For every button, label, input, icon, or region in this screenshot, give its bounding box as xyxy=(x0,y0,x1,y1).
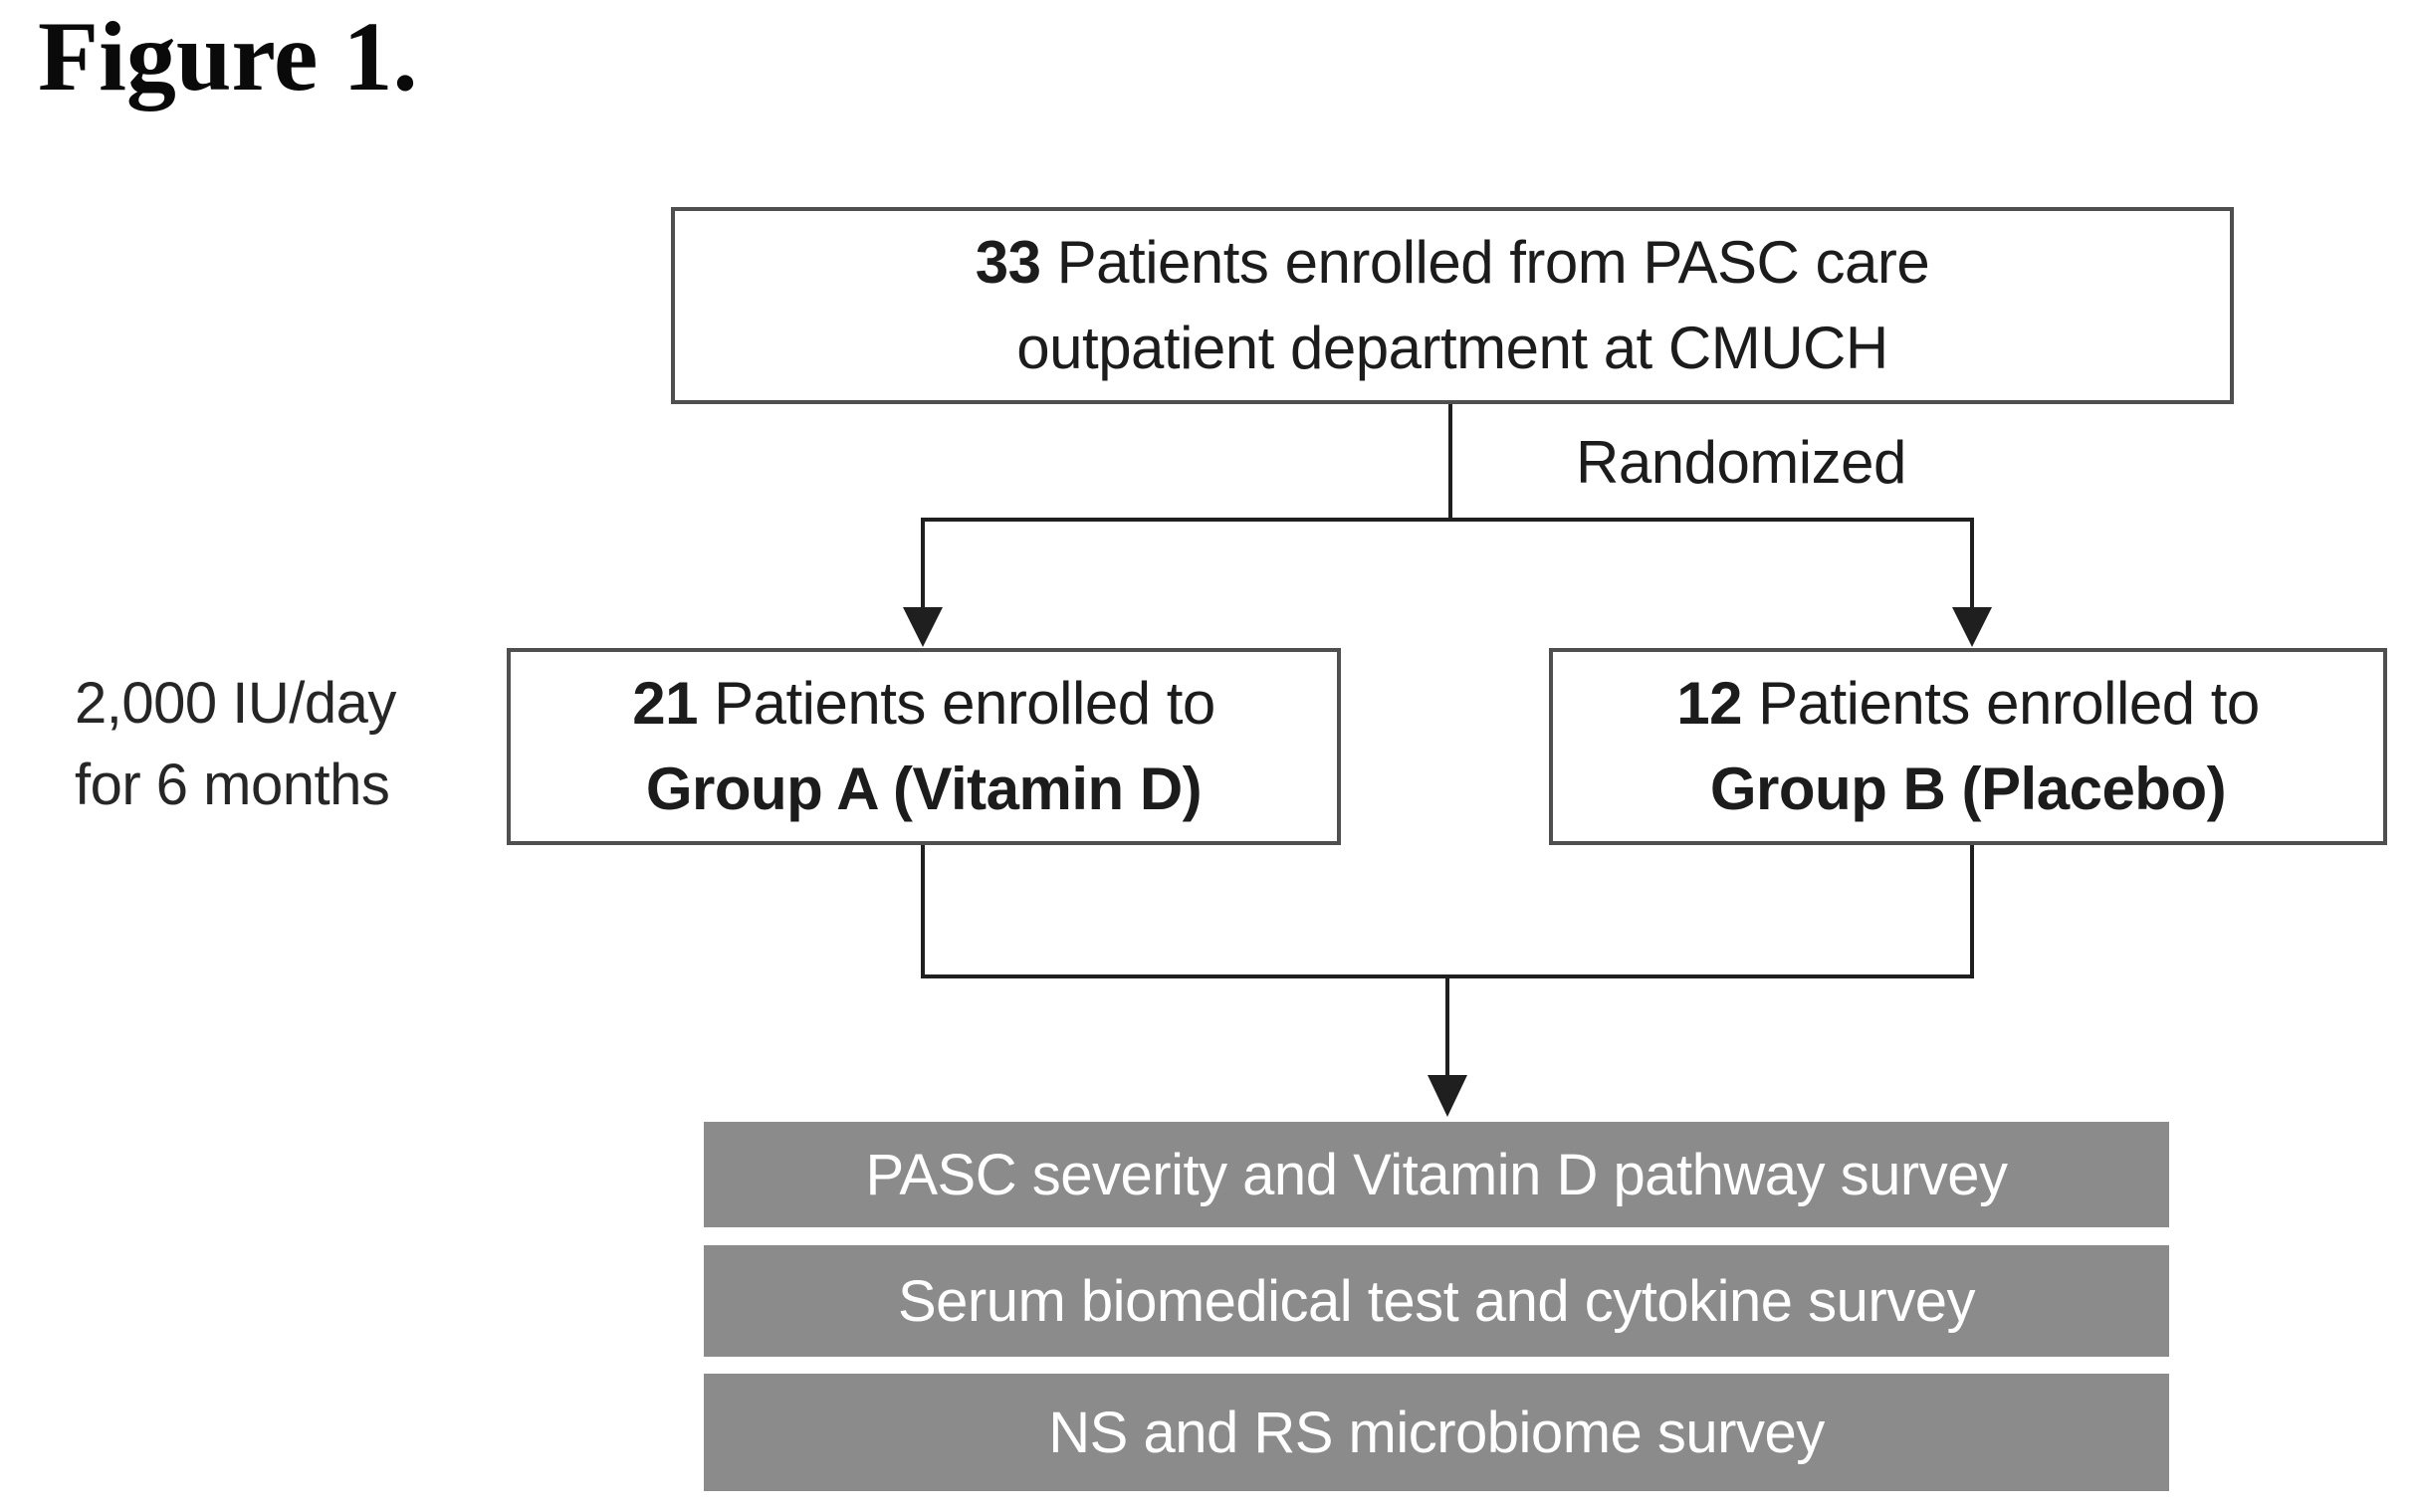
group-b-line1-text: Patients enrolled to xyxy=(1741,670,2260,737)
dose-note-line1: 2,000 IU/day xyxy=(75,671,396,736)
randomized-label: Randomized xyxy=(1576,429,1906,496)
enrollment-box-line2: outpatient department at CMUCH xyxy=(1016,315,1888,381)
enrollment-box-line1: 33 Patients enrolled from PASC care xyxy=(976,220,1930,306)
enrollment-line1-text: Patients enrolled from PASC care xyxy=(1040,229,1930,296)
dose-note: 2,000 IU/day for 6 months xyxy=(75,663,396,826)
group-a-line2: Group A (Vitamin D) xyxy=(645,756,1203,822)
dose-note-line2: for 6 months xyxy=(75,753,390,817)
group-b-count: 12 xyxy=(1676,670,1742,737)
group-a-line1-text: Patients enrolled to xyxy=(697,670,1215,737)
group-b-box: 12 Patients enrolled to Group B (Placebo… xyxy=(1549,648,2387,845)
outcome-box-1-label: PASC severity and Vitamin D pathway surv… xyxy=(865,1142,2008,1207)
outcome-box-3-label: NS and RS microbiome survey xyxy=(1048,1400,1825,1465)
figure-title: Figure 1. xyxy=(38,1,418,111)
group-a-count: 21 xyxy=(632,670,698,737)
outcome-box-pasc-severity: PASC severity and Vitamin D pathway surv… xyxy=(704,1122,2169,1227)
group-b-line2: Group B (Placebo) xyxy=(1709,756,2227,822)
outcome-box-2-label: Serum biomedical test and cytokine surve… xyxy=(897,1268,1976,1334)
arrowhead-group-a xyxy=(903,607,943,647)
outcome-box-serum-biomedical: Serum biomedical test and cytokine surve… xyxy=(704,1245,2169,1357)
group-a-box: 21 Patients enrolled to Group A (Vitamin… xyxy=(507,648,1341,845)
arrowhead-outcomes xyxy=(1428,1075,1467,1117)
outcome-box-microbiome: NS and RS microbiome survey xyxy=(704,1374,2169,1491)
group-b-line1: 12 Patients enrolled to xyxy=(1676,661,2260,747)
enrollment-box: 33 Patients enrolled from PASC care outp… xyxy=(671,207,2234,404)
group-a-line1: 21 Patients enrolled to xyxy=(632,661,1215,747)
arrowhead-group-b xyxy=(1952,607,1992,647)
enrollment-count: 33 xyxy=(975,229,1041,296)
